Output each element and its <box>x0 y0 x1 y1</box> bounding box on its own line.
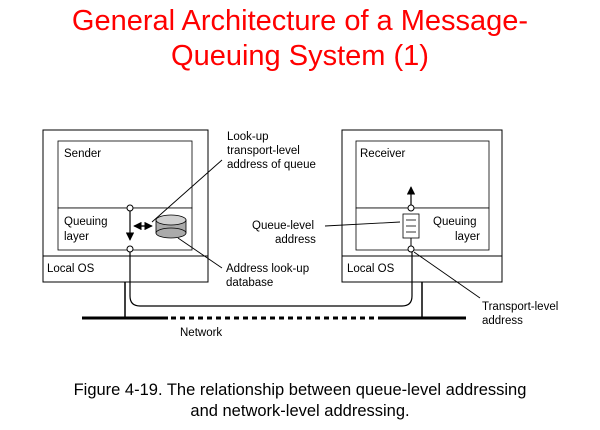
annotation-lookup-3: address of queue <box>227 159 316 171</box>
queue-icon <box>402 213 420 239</box>
annotation-transport-2: address <box>482 315 523 327</box>
receiver-queuing-label-1: Queuing <box>433 216 476 228</box>
annotation-db-2: database <box>226 277 273 289</box>
annotation-transport-1: Transport-level <box>482 301 558 313</box>
address-database-icon <box>155 214 187 239</box>
sender-queuing-label-1: Queuing <box>64 216 107 228</box>
receiver-label: Receiver <box>360 148 406 160</box>
annotation-queue-level-2: address <box>275 234 316 246</box>
annotation-lookup-2: transport-level <box>227 145 300 157</box>
sender-machine: Sender Queuing layer Local OS <box>42 129 209 320</box>
receiver-queue-path <box>402 186 420 253</box>
receiver-app-box <box>355 140 490 209</box>
annotation-queue-level-1: Queue-level <box>252 220 314 232</box>
receiver-queuing-box <box>355 207 490 251</box>
slide-title: General Architecture of a Message- Queui… <box>0 4 600 74</box>
network-connection <box>129 252 413 320</box>
sender-queue-path <box>125 204 153 253</box>
sender-label: Sender <box>64 148 101 160</box>
annotation-db-1: Address look-up <box>226 263 309 275</box>
sender-os-label: Local OS <box>47 263 95 275</box>
annotation-leaders <box>151 159 481 299</box>
sender-queuing-label-2: layer <box>64 231 89 243</box>
figure-caption: Figure 4-19. The relationship between qu… <box>0 380 600 422</box>
receiver-queuing-label-2: layer <box>455 231 480 243</box>
receiver-os-label: Local OS <box>347 263 395 275</box>
title-line-2: Queuing System (1) <box>171 40 429 72</box>
title-line-1: General Architecture of a Message- <box>71 5 529 37</box>
annotation-lookup-1: Look-up <box>227 131 269 143</box>
caption-line-2: and network-level addressing. <box>190 402 410 420</box>
receiver-machine: Receiver Queuing layer Local OS <box>341 129 503 320</box>
caption-line-1: Figure 4-19. The relationship between qu… <box>73 381 527 399</box>
annotation-network: Network <box>180 327 222 339</box>
sender-app-box <box>57 140 193 209</box>
